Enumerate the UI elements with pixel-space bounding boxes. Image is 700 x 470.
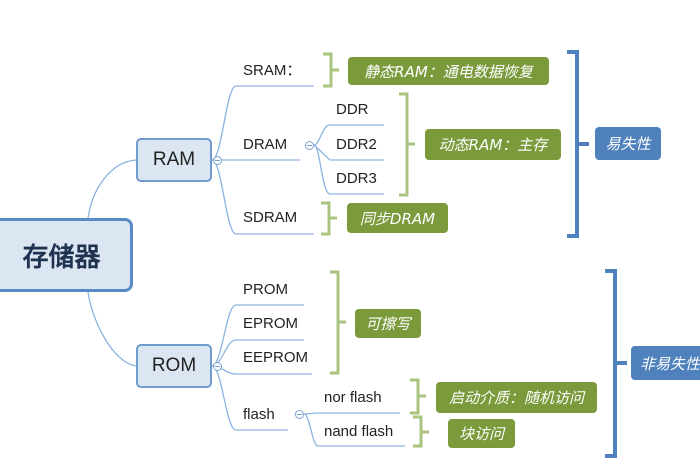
- ram-node: RAM: [136, 138, 212, 182]
- eprom-label: EPROM: [243, 315, 299, 332]
- sdram-label: SDRAM: [243, 209, 298, 226]
- ram-collapse-icon[interactable]: [213, 156, 222, 165]
- sram-label: SRAM：: [243, 62, 302, 79]
- sram-note: 静态RAM：通电数据恢复: [348, 57, 549, 85]
- volatile-summary: 易失性: [595, 127, 661, 160]
- dram-collapse-icon[interactable]: [305, 141, 314, 150]
- nor-flash-note: 启动介质：随机访问: [436, 382, 597, 413]
- nand-flash-label: nand flash: [324, 423, 394, 440]
- rom-node: ROM: [136, 344, 212, 388]
- ddr-label: DDR: [336, 101, 369, 118]
- nand-flash-note: 块访问: [448, 419, 515, 448]
- dram-label: DRAM: [243, 136, 288, 153]
- eeprom-label: EEPROM: [243, 349, 309, 366]
- prom-label: PROM: [243, 281, 288, 298]
- prom-group-note: 可擦写: [355, 309, 421, 338]
- flash-label: flash: [243, 406, 275, 423]
- flash-collapse-icon[interactable]: [295, 410, 304, 419]
- root-node: 存储器: [0, 218, 133, 292]
- nonvolatile-summary: 非易失性: [631, 346, 700, 380]
- rom-collapse-icon[interactable]: [213, 362, 222, 371]
- nor-flash-label: nor flash: [324, 389, 382, 406]
- dram-note: 动态RAM：主存: [425, 129, 561, 160]
- sdram-note: 同步DRAM: [347, 203, 448, 233]
- ddr2-label: DDR2: [336, 136, 377, 153]
- ddr3-label: DDR3: [336, 170, 377, 187]
